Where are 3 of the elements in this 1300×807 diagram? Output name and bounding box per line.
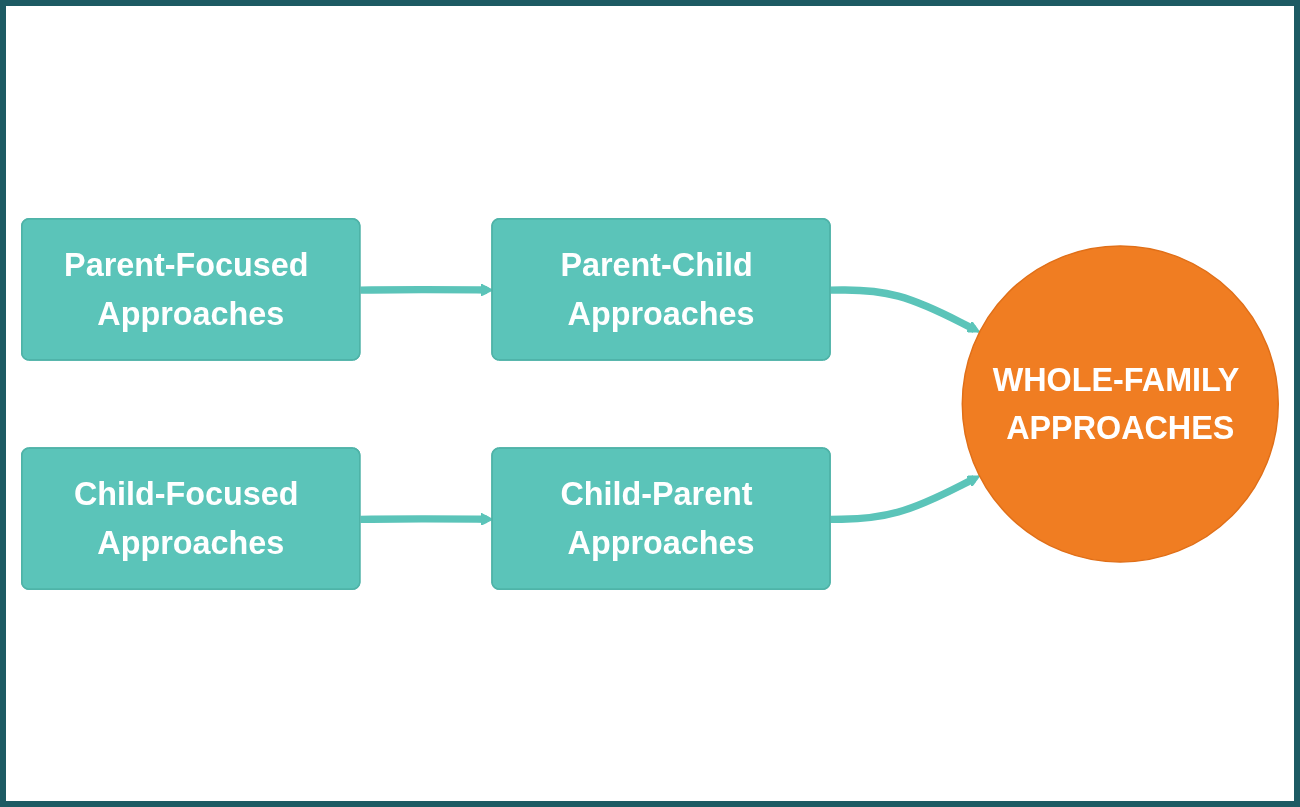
arrow — [830, 474, 981, 523]
node-circle: WHOLE-FAMILY APPROACHES — [961, 244, 1279, 563]
arrow — [830, 285, 981, 333]
